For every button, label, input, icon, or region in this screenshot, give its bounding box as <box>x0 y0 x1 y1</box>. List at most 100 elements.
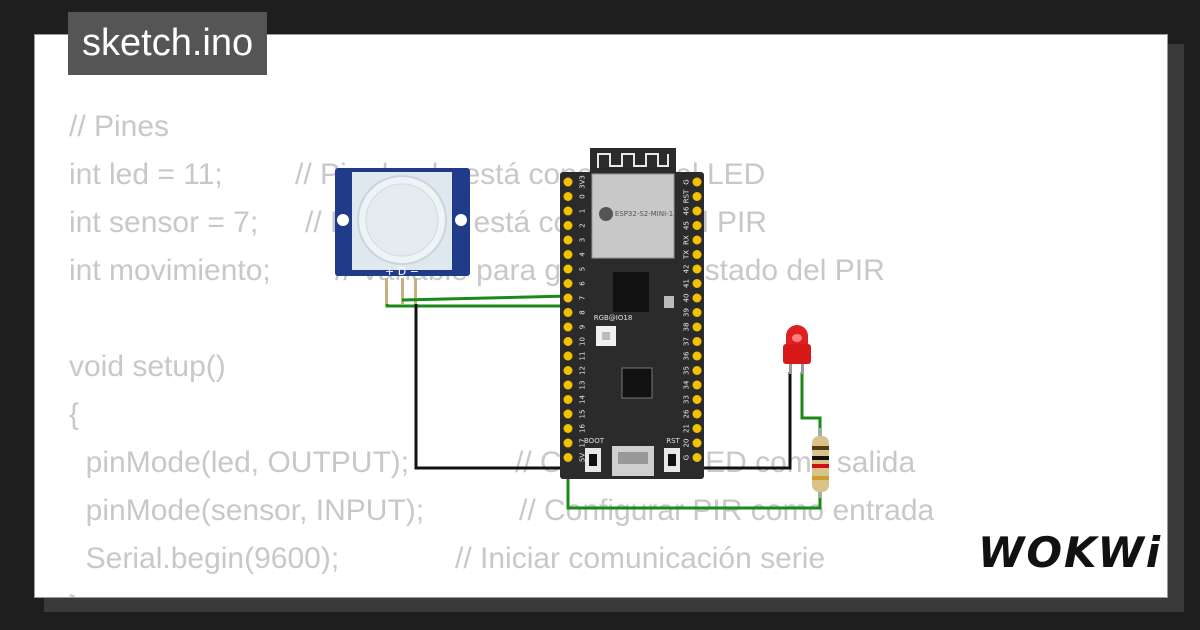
pin-label: 3 <box>579 238 587 242</box>
red-led[interactable] <box>783 325 811 374</box>
header-pin[interactable] <box>692 279 702 288</box>
boot-label: BOOT <box>584 437 605 445</box>
header-pin[interactable] <box>563 453 573 462</box>
header-pin[interactable] <box>563 424 573 433</box>
header-pin[interactable] <box>692 380 702 390</box>
header-pin[interactable] <box>692 308 702 317</box>
pin-label: 36 <box>683 351 691 360</box>
code-line: pinMode(sensor, INPUT); // Configurar PIR… <box>69 487 935 535</box>
code-comment: // Iniciar comunicación serie <box>455 542 826 575</box>
file-name-label: sketch.ino <box>68 12 268 75</box>
header-pin[interactable] <box>692 293 702 303</box>
module-label: ESP32-S2-MINI-1 <box>615 210 673 218</box>
pin-label: 35 <box>683 366 691 375</box>
pin-label: 6 <box>579 281 587 286</box>
header-pin[interactable] <box>692 395 702 404</box>
pin-label: G <box>683 179 691 184</box>
header-pin[interactable] <box>692 206 702 216</box>
code-text: Serial.begin(9600); <box>69 542 340 575</box>
pin-label: G <box>683 455 691 460</box>
header-pin[interactable] <box>563 264 573 274</box>
rgb-label: RGB@IO18 <box>594 314 633 322</box>
code-text: int sensor = 7; <box>69 206 259 239</box>
header-pin[interactable] <box>563 409 573 419</box>
header-pin[interactable] <box>692 438 702 448</box>
header-pin[interactable] <box>692 366 702 375</box>
code-line: // Pines <box>69 103 424 151</box>
pin-label: 13 <box>579 381 587 390</box>
pin-label: 17 <box>579 439 587 448</box>
pin-label: 40 <box>683 294 691 303</box>
code-line: void setup() <box>69 343 424 391</box>
header-pin[interactable] <box>563 206 573 216</box>
pin-label: 37 <box>683 337 691 346</box>
header-pin[interactable] <box>692 409 702 419</box>
header-pin[interactable] <box>563 322 573 332</box>
header-pin[interactable] <box>563 438 573 448</box>
header-pin[interactable] <box>692 192 702 201</box>
header-pin[interactable] <box>563 293 573 303</box>
code-text: pinMode(sensor, INPUT); <box>69 494 425 527</box>
code-comment: // Configurar PIR como entrada <box>519 494 935 527</box>
pir-sensor[interactable]: + D − <box>335 168 470 304</box>
pin-label: TX <box>683 250 691 260</box>
pin-label: 11 <box>579 352 587 361</box>
pin-label: 12 <box>579 366 587 375</box>
pin-label: 2 <box>579 223 587 227</box>
wokwi-logo: WOKWi <box>978 528 1163 577</box>
header-pin[interactable] <box>692 264 702 274</box>
header-pin[interactable] <box>563 221 573 230</box>
rst-label: RST <box>666 437 680 445</box>
pin-label: 46 <box>683 206 691 215</box>
header-pin[interactable] <box>692 177 702 187</box>
code-text: { <box>69 398 80 431</box>
header-pin[interactable] <box>692 337 702 346</box>
code-text: // Pines <box>69 110 170 143</box>
esp32-board[interactable]: ESP32-S2-MINI-1 RGB@IO18 BOOT RST 3V3012… <box>560 148 704 479</box>
header-pin[interactable] <box>563 380 573 390</box>
pin-label: 5V <box>579 453 587 462</box>
code-text: pinMode(led, OUTPUT); <box>69 446 410 479</box>
header-pin[interactable] <box>563 177 573 187</box>
header-pin[interactable] <box>563 279 573 288</box>
header-pin[interactable] <box>563 366 573 375</box>
header-pin[interactable] <box>692 235 702 245</box>
pin-label: 10 <box>579 337 587 346</box>
pin-label: 42 <box>683 265 691 274</box>
pir-pin-labels: + D − <box>385 265 419 278</box>
header-pin[interactable] <box>692 351 702 361</box>
header-pin[interactable] <box>563 192 573 201</box>
header-pin[interactable] <box>563 351 573 361</box>
pin-label: 15 <box>579 410 587 419</box>
header-pin[interactable] <box>692 424 702 433</box>
pin-label: 0 <box>579 194 587 198</box>
pin-label: 34 <box>683 380 691 389</box>
pin-label: 1 <box>579 209 587 213</box>
pin-label: 14 <box>579 395 587 404</box>
header-pin[interactable] <box>692 322 702 332</box>
code-line: } <box>69 583 424 597</box>
pin-label: 45 <box>683 221 691 230</box>
header-pin[interactable] <box>692 221 702 230</box>
code-text: int led = 11; <box>69 158 223 191</box>
header-pin[interactable] <box>563 250 573 259</box>
header-pin[interactable] <box>563 308 573 317</box>
pin-label: 41 <box>683 279 691 288</box>
pin-label: 7 <box>579 296 587 300</box>
pin-label: 20 <box>683 439 691 448</box>
pin-label: 39 <box>683 308 691 317</box>
code-text: int movimiento; <box>69 254 271 287</box>
code-line: { <box>69 391 424 439</box>
header-pin[interactable] <box>692 250 702 259</box>
pin-label: 16 <box>579 424 587 433</box>
resistor[interactable] <box>812 428 829 498</box>
header-pin[interactable] <box>692 453 702 462</box>
header-pin[interactable] <box>563 395 573 404</box>
header-pin[interactable] <box>563 337 573 346</box>
pin-label: 4 <box>579 252 587 257</box>
header-pin[interactable] <box>563 235 573 245</box>
pin-label: 5 <box>579 267 587 271</box>
pin-label: 3V3 <box>579 175 587 189</box>
